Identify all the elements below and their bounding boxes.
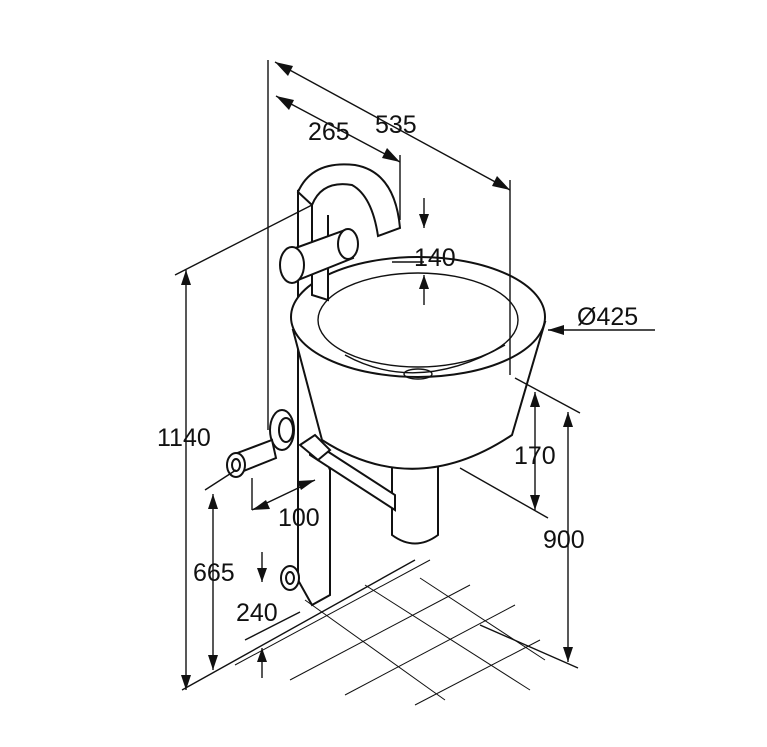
dim-label-535: 535 [375, 111, 417, 139]
dimension-240: 240 [236, 552, 301, 678]
dimension-900: 900 [459, 412, 585, 669]
dimension-265: 265 [275, 95, 401, 220]
basin [290, 256, 547, 470]
floor-grid [234, 559, 546, 706]
side-fixings [226, 409, 295, 478]
dim-label-170: 170 [514, 442, 556, 470]
dimension-425: Ø425 [548, 303, 655, 335]
dim-label-240: 240 [236, 599, 278, 627]
dimension-665: 665 [193, 469, 237, 670]
dimension-140: 140 [392, 198, 456, 305]
drain-pipe [391, 459, 439, 545]
dim-label-140: 140 [414, 244, 456, 272]
dimension-100: 100 [251, 478, 320, 532]
wall-plane [181, 60, 416, 691]
dim-label-900: 900 [543, 526, 585, 554]
basin-bracket [298, 433, 396, 512]
bottom-fixing [280, 565, 300, 591]
dimension-170: 170 [514, 377, 581, 510]
faucet [279, 163, 402, 302]
dim-label-265: 265 [308, 118, 350, 146]
dim-label-665: 665 [193, 559, 235, 587]
dim-label-100: 100 [278, 504, 320, 532]
dim-label-1140: 1140 [157, 424, 211, 452]
dimension-1140: 1140 [157, 204, 313, 690]
dim-label-425: Ø425 [577, 303, 638, 331]
dimension-535: 535 [274, 61, 511, 375]
